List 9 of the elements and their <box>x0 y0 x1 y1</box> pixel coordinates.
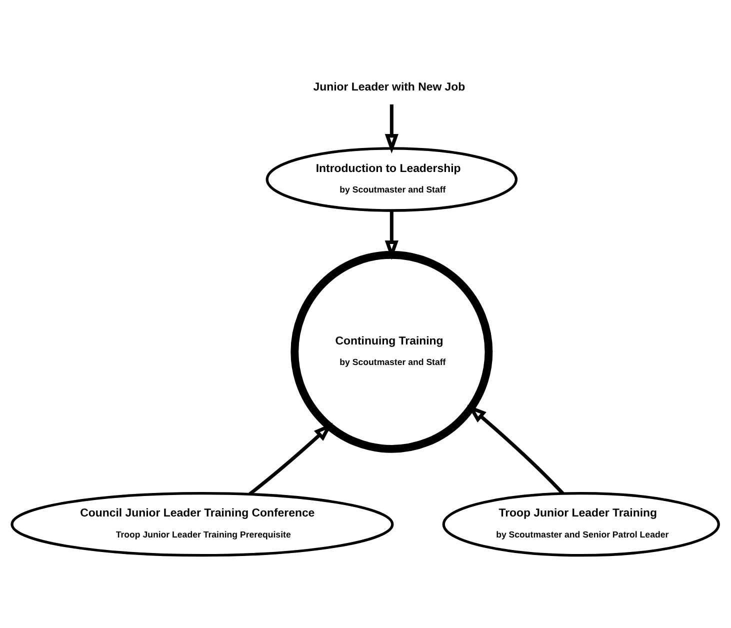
node-ellipse: Troop Junior Leader Training by Scoutmaster and Senior Patrol Leader <box>442 492 720 557</box>
node-ellipse: Introduction to Leadership by Scoutmaster and Staff <box>266 147 518 212</box>
node-circle: Continuing Training by Scoutmaster and Staff <box>290 250 493 453</box>
arrow <box>248 422 333 496</box>
arrow <box>467 404 564 495</box>
node-text: Junior Leader with New Job <box>313 82 466 94</box>
arrow <box>384 210 398 260</box>
node-ellipse: Council Junior Leader Training Conference Troop Junior Leader Training Prerequisite <box>10 492 394 557</box>
arrow <box>384 104 398 154</box>
